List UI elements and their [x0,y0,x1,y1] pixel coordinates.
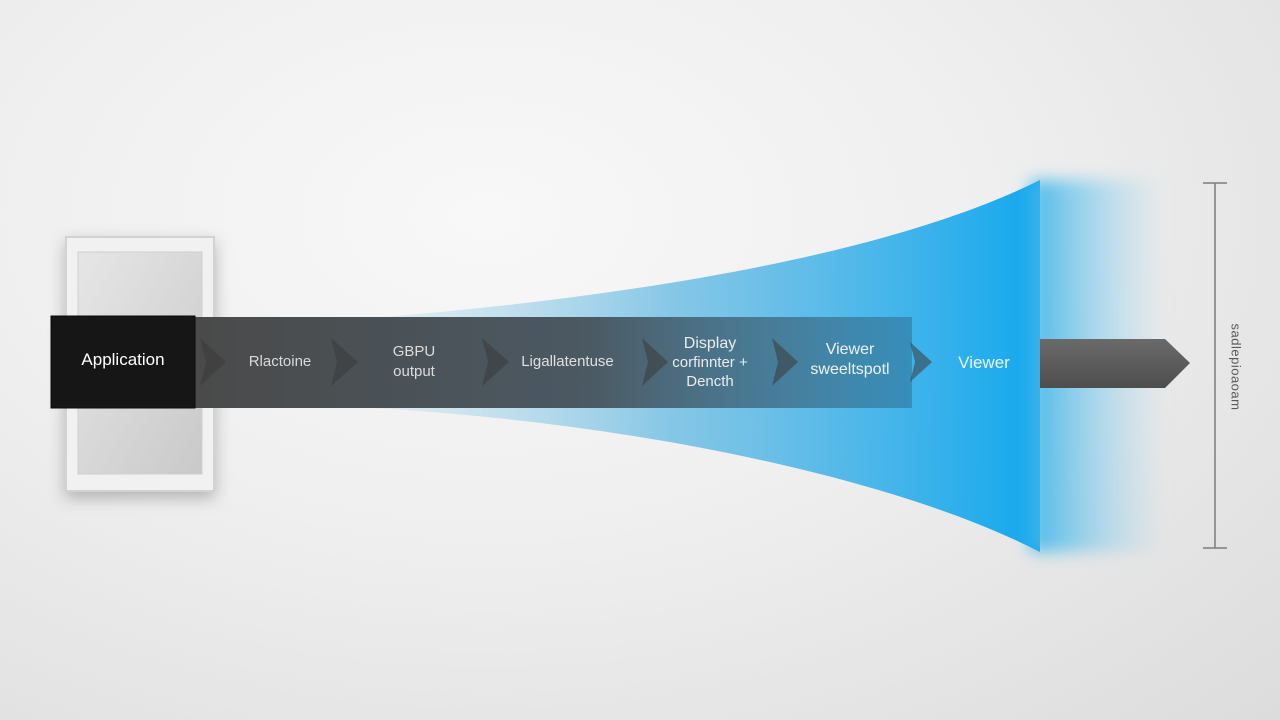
stage-viewer: Viewer [940,353,1028,373]
stage-display-line-3: Dencth [686,373,734,390]
stage-viewer-sweetspot: Viewer sweeltspotl [790,340,910,380]
chevron-arrow-icon [200,338,226,386]
chevron-arrow-icon [910,342,932,382]
stage-ligallatentuse: Ligallatentuse [500,352,635,372]
chevron-arrow-icon [482,338,509,386]
stage-display-line-2: corfinnter + [672,354,748,371]
stage-ligallatentuse-line: Ligallatentuse [521,353,614,370]
stage-viewer-sweetspot-line-2: sweeltspotl [810,361,890,378]
chevron-arrow-icon [331,338,358,386]
stage-viewer-sweetspot-line-1: Viewer [825,341,875,358]
chevron-arrow-icon [642,338,668,386]
stage-viewer-line: Viewer [958,353,1010,372]
output-arrow [1040,339,1190,388]
stage-rlactoine-line: Rlactoine [248,353,312,370]
scale-bracket [1203,182,1227,549]
application-box [50,315,196,409]
chevron-arrow-icon [772,338,798,386]
stage-gbpu-output: GBPU output [364,342,464,382]
stage-gbpu-line-2: output [393,363,435,380]
stage-chevrons [200,338,932,386]
stage-display-line-1: Display [683,335,737,352]
scale-label: sadlepioaoam [1228,323,1244,411]
stage-display: Display corfinnter + Dencth [650,334,770,391]
stage-rlactoine: Rlactoine [222,352,338,372]
stage-application: Application [51,350,195,370]
stage-gbpu-line-1: GBPU [392,343,436,360]
stage-application-line: Application [81,350,165,369]
